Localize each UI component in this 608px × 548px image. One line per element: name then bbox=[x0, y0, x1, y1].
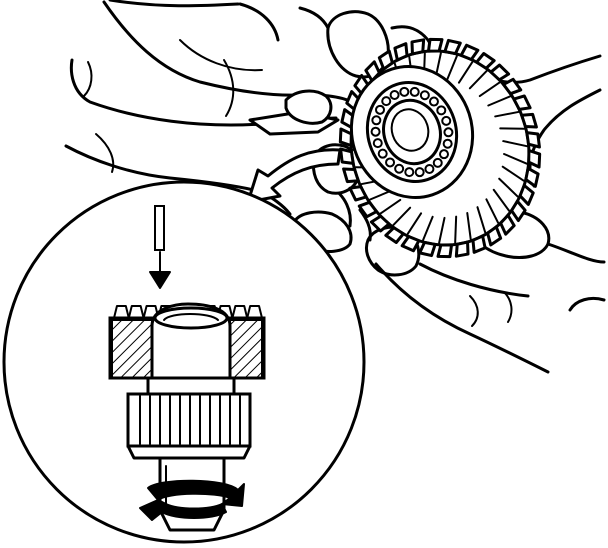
rotation-arrow-icon bbox=[139, 479, 245, 521]
down-arrow-icon bbox=[149, 251, 171, 289]
retaining-pin-icon bbox=[154, 205, 165, 251]
detail-magnifier-circle bbox=[2, 180, 366, 544]
curved-direction-arrow-icon bbox=[246, 148, 342, 204]
bearing-race-icon bbox=[365, 81, 459, 183]
